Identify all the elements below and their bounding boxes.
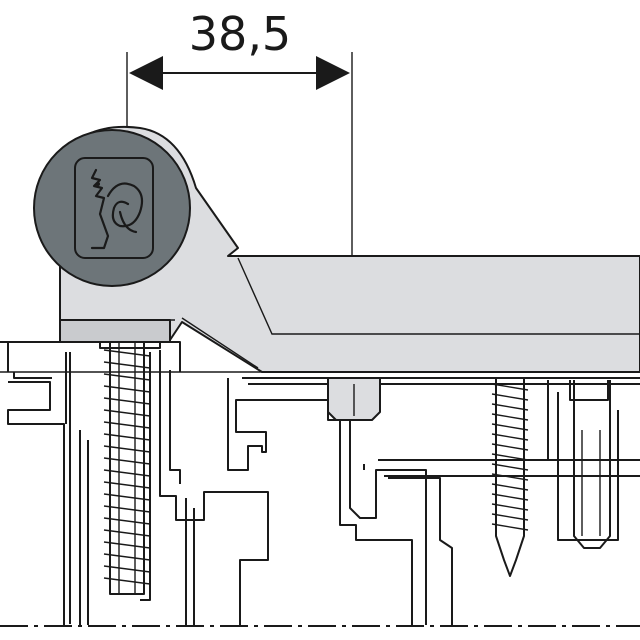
arm-bevel-line	[181, 317, 259, 369]
hinge-cup	[33, 129, 191, 287]
dimension-annotation: 38,5	[126, 7, 353, 276]
dimension-arrow-right-icon	[316, 56, 350, 90]
dimension-value: 38,5	[189, 7, 291, 61]
threaded-screw-left	[103, 341, 151, 595]
logo-plate	[74, 157, 154, 259]
rooster-logo-icon	[90, 168, 144, 250]
cabinet-profile	[0, 341, 640, 625]
dimension-arrow-left-icon	[129, 56, 163, 90]
baseplate	[59, 319, 171, 343]
dowel-pin	[573, 380, 611, 549]
drill-screw	[491, 377, 529, 577]
arm-inner-edge	[237, 257, 640, 335]
